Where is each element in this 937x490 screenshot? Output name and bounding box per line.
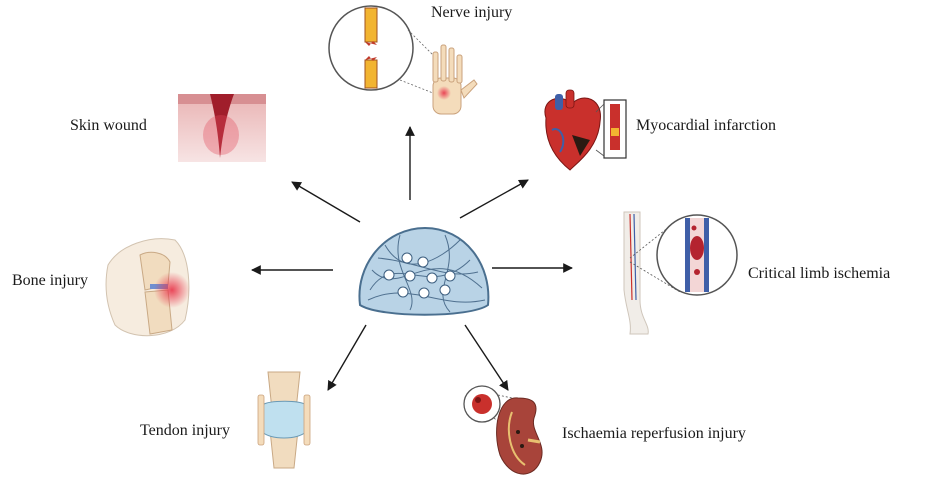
nerve-injury-icon — [328, 5, 478, 115]
cell-dots — [383, 252, 456, 299]
label-tendon-injury: Tendon injury — [140, 422, 230, 439]
tendon-injury-icon — [257, 371, 311, 469]
arrow-to-kidney — [464, 324, 509, 391]
label-nerve-injury: Nerve injury — [431, 4, 513, 21]
arrow-to-skin — [291, 181, 361, 223]
label-myocardial-infarction: Myocardial infarction — [636, 117, 776, 134]
skin-wound-icon — [178, 94, 266, 162]
label-ischaemia-reperfusion-injury: Ischaemia reperfusion injury — [562, 425, 746, 442]
arrow-to-myocardial — [459, 179, 529, 219]
label-skin-wound: Skin wound — [70, 117, 147, 134]
arrows — [251, 126, 573, 391]
kidney-ischemia-icon — [463, 385, 543, 475]
label-bone-injury: Bone injury — [12, 272, 88, 289]
arrow-to-tendon — [327, 324, 367, 391]
hydrogel-icon — [358, 226, 490, 316]
critical-limb-ischemia-icon — [623, 211, 738, 335]
bone-injury-icon — [105, 238, 190, 337]
label-critical-limb-ischemia: Critical limb ischemia — [748, 265, 891, 282]
myocardial-infarction-icon — [544, 89, 627, 171]
